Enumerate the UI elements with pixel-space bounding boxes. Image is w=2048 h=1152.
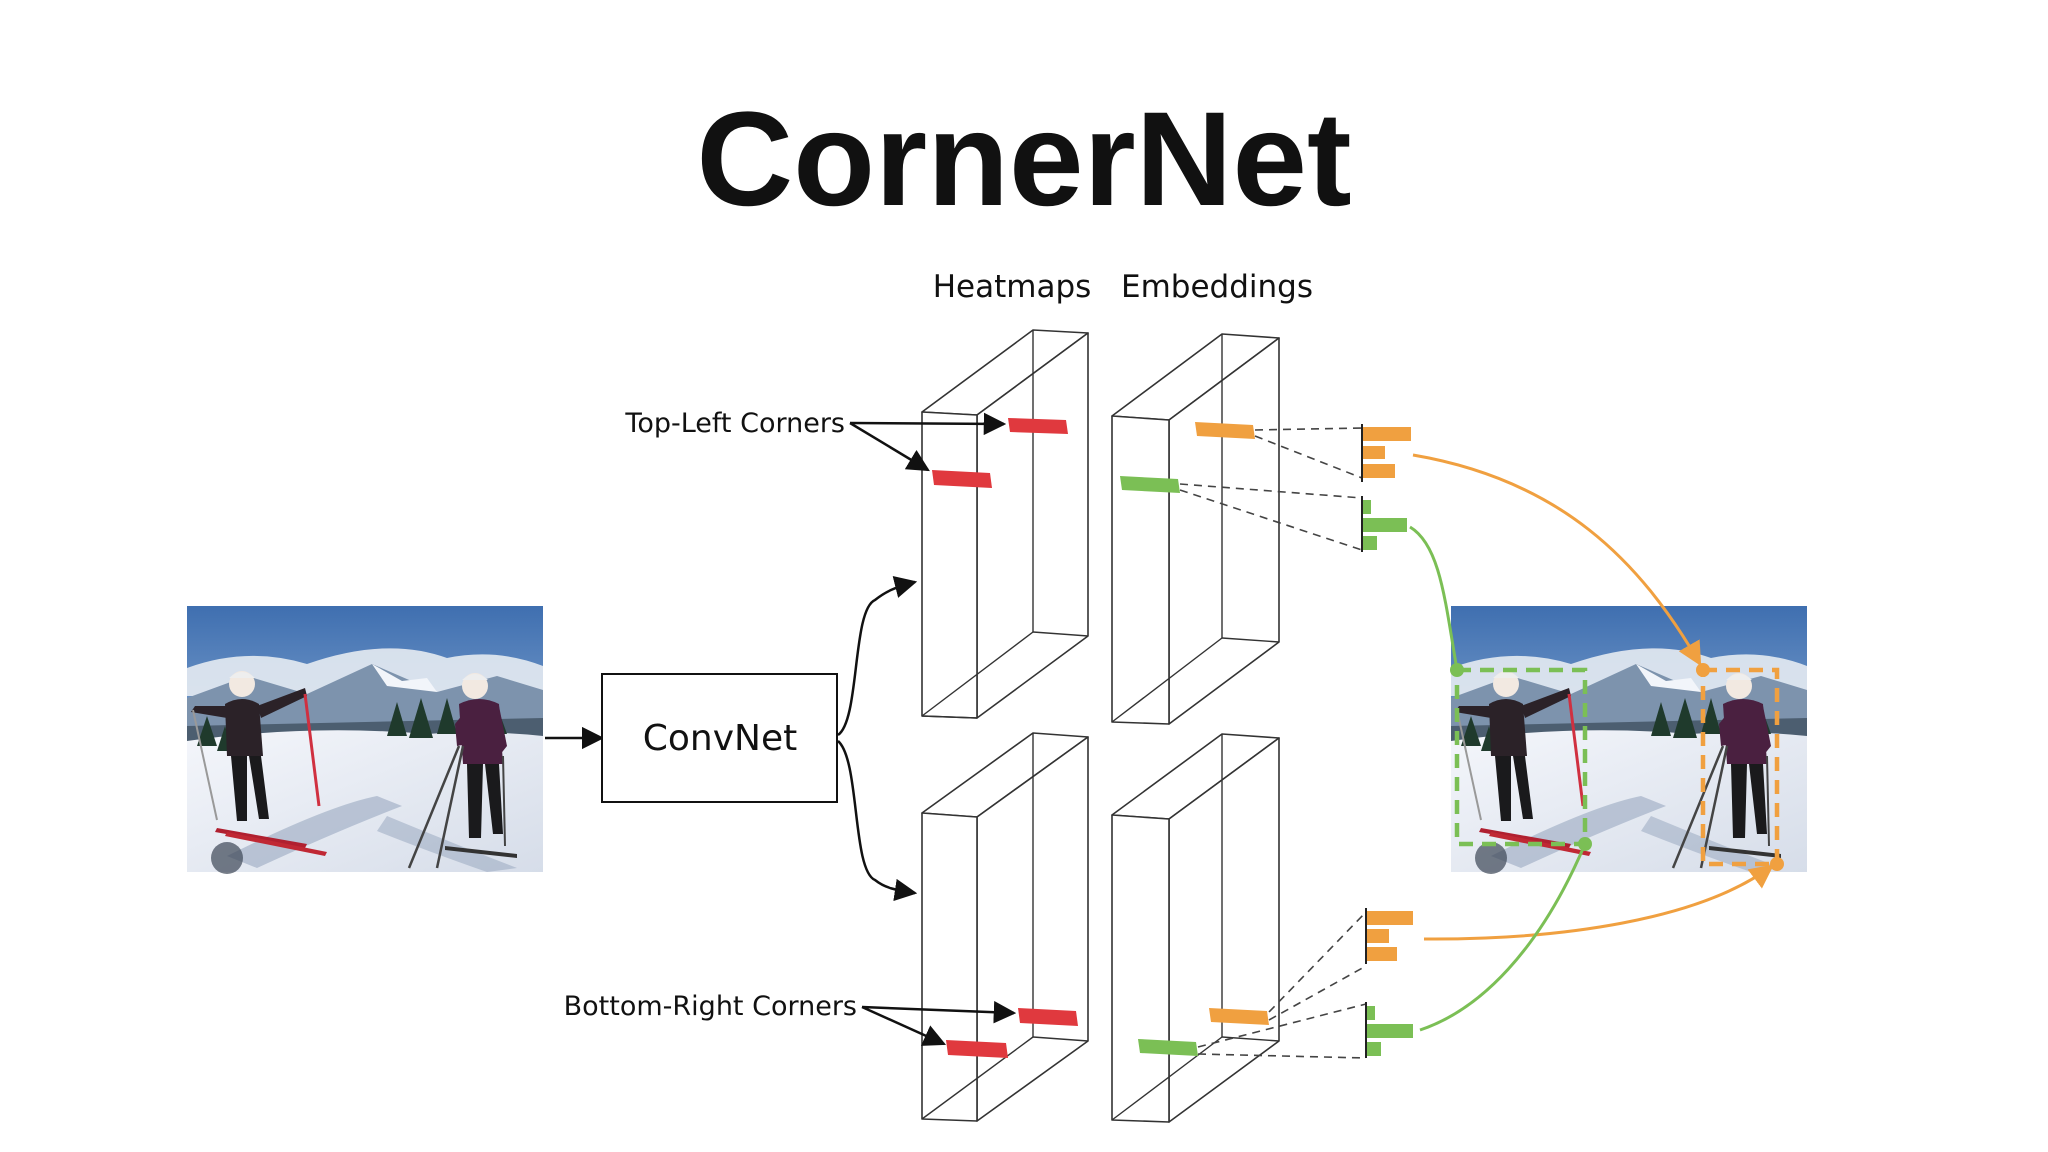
embeddings-label: Embeddings xyxy=(1121,269,1313,305)
embedding-mark-bottom-orange xyxy=(1209,1008,1269,1025)
arrow-bottom-right-1 xyxy=(861,1000,1017,1024)
input-photo xyxy=(185,604,545,876)
embedding-mark-top-green xyxy=(1120,476,1180,493)
page-title: CornerNet xyxy=(696,85,1351,234)
output-photo xyxy=(1449,604,1809,876)
heatmap-top-left-slab xyxy=(921,329,1089,719)
curve-green-bottom-right xyxy=(1419,843,1587,1032)
arrow-bottom-right-2 xyxy=(861,1005,947,1046)
embedding-histogram-top-orange xyxy=(1361,424,1411,482)
heatmap-peak-top-1 xyxy=(1008,418,1068,434)
curve-orange-top-left xyxy=(1412,453,1702,667)
embedding-histogram-bottom-green xyxy=(1365,1002,1413,1058)
heatmap-peak-bottom-2 xyxy=(946,1040,1008,1058)
embedding-mark-top-orange xyxy=(1195,422,1255,439)
heatmap-bottom-right-slab xyxy=(921,732,1089,1122)
projection-lines-bottom xyxy=(1197,911,1367,1059)
heatmaps-label: Heatmaps xyxy=(933,269,1092,305)
arrow-convnet-to-bottom xyxy=(837,740,918,902)
convnet-label: ConvNet xyxy=(643,718,797,759)
detection-box-green xyxy=(1454,667,1588,847)
embedding-mark-bottom-green xyxy=(1138,1039,1198,1056)
heatmap-peak-top-2 xyxy=(932,470,992,488)
curve-green-top-left xyxy=(1409,525,1459,671)
embedding-histogram-top-green xyxy=(1361,496,1407,552)
curve-orange-bottom-right xyxy=(1423,864,1774,941)
arrow-top-left-2 xyxy=(849,421,930,472)
bottom-right-corners-label: Bottom-Right Corners xyxy=(564,991,857,1022)
projection-lines-top xyxy=(1179,427,1363,551)
heatmap-peak-bottom-1 xyxy=(1018,1008,1078,1026)
arrow-top-left-1 xyxy=(849,412,1007,436)
embedding-histogram-bottom-orange xyxy=(1365,908,1413,964)
embedding-bottom-right-slab xyxy=(1111,733,1280,1123)
embedding-top-left-slab xyxy=(1111,333,1280,725)
arrow-convnet-to-top xyxy=(837,575,918,737)
detection-box-orange xyxy=(1700,667,1780,867)
convnet-box xyxy=(601,673,838,803)
top-left-corners-label: Top-Left Corners xyxy=(624,408,845,439)
